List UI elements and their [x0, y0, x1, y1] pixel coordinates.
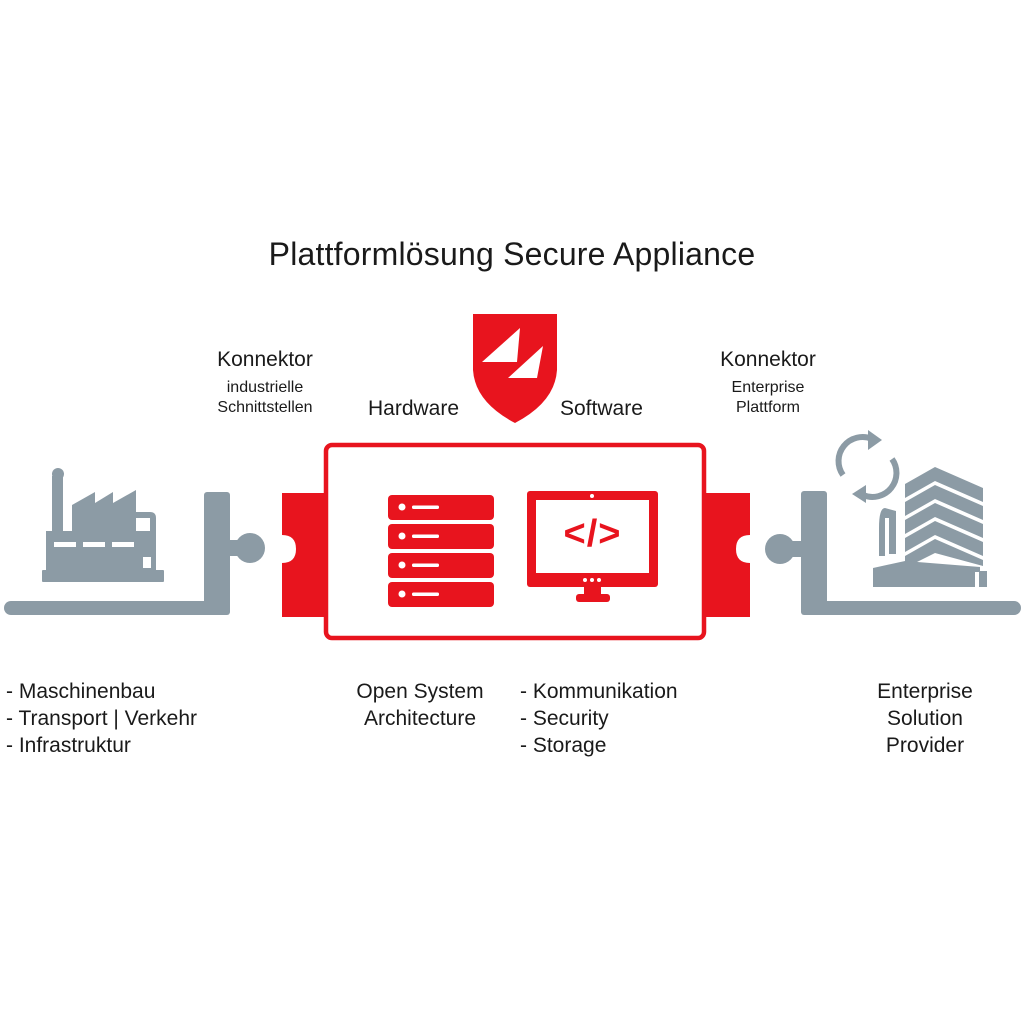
right-connector-heading: Konnektor	[720, 348, 816, 371]
features-list: - Kommunikation - Security - Storage	[520, 678, 678, 759]
hardware-label: Hardware	[368, 397, 460, 420]
diagram-title: Plattformlösung Secure Appliance	[268, 236, 756, 272]
shield-logo-icon	[473, 314, 557, 423]
provider-line: Provider	[885, 734, 965, 757]
provider-line: Solution	[887, 707, 963, 730]
sync-arrows-icon	[835, 434, 900, 500]
left-connector-sub-2: Schnittstellen	[217, 399, 313, 416]
right-red-puzzle-connector	[702, 493, 750, 617]
monitor-code-icon	[527, 491, 658, 602]
right-connector-sub-1: Enterprise	[731, 379, 805, 396]
left-connector-heading: Konnektor	[217, 348, 313, 371]
industry-item: - Infrastruktur	[6, 734, 131, 757]
right-connector-bracket	[765, 491, 1021, 615]
left-connector-bracket	[4, 492, 265, 615]
software-label: Software	[560, 397, 643, 420]
provider-line: Enterprise	[877, 680, 973, 703]
left-connector-sub-1: industrielle	[226, 379, 304, 396]
architecture-line: Architecture	[363, 707, 477, 730]
industries-list: - Maschinenbau - Transport | Verkehr - I…	[6, 678, 197, 759]
industry-item: - Maschinenbau	[6, 680, 156, 703]
architecture-line: Open System	[356, 680, 484, 703]
feature-item: - Kommunikation	[520, 680, 678, 703]
server-rack-icon	[388, 495, 494, 607]
left-connector-label: Konnektor industrielle Schnittstellen	[190, 348, 340, 418]
factory-windows	[54, 542, 151, 568]
architecture-label: Open System Architecture	[330, 678, 510, 732]
right-connector-sub-2: Plattform	[735, 399, 800, 416]
provider-label: Enterprise Solution Provider	[845, 678, 1005, 759]
office-building-icon	[873, 467, 987, 587]
industry-item: - Transport | Verkehr	[6, 707, 198, 730]
left-red-puzzle-connector	[282, 493, 330, 617]
feature-item: - Security	[520, 707, 609, 730]
code-glyph: </>	[563, 513, 622, 555]
right-connector-label: Konnektor Enterprise Plattform	[693, 348, 843, 418]
sync-arrowheads	[852, 430, 882, 503]
feature-item: - Storage	[520, 734, 607, 757]
